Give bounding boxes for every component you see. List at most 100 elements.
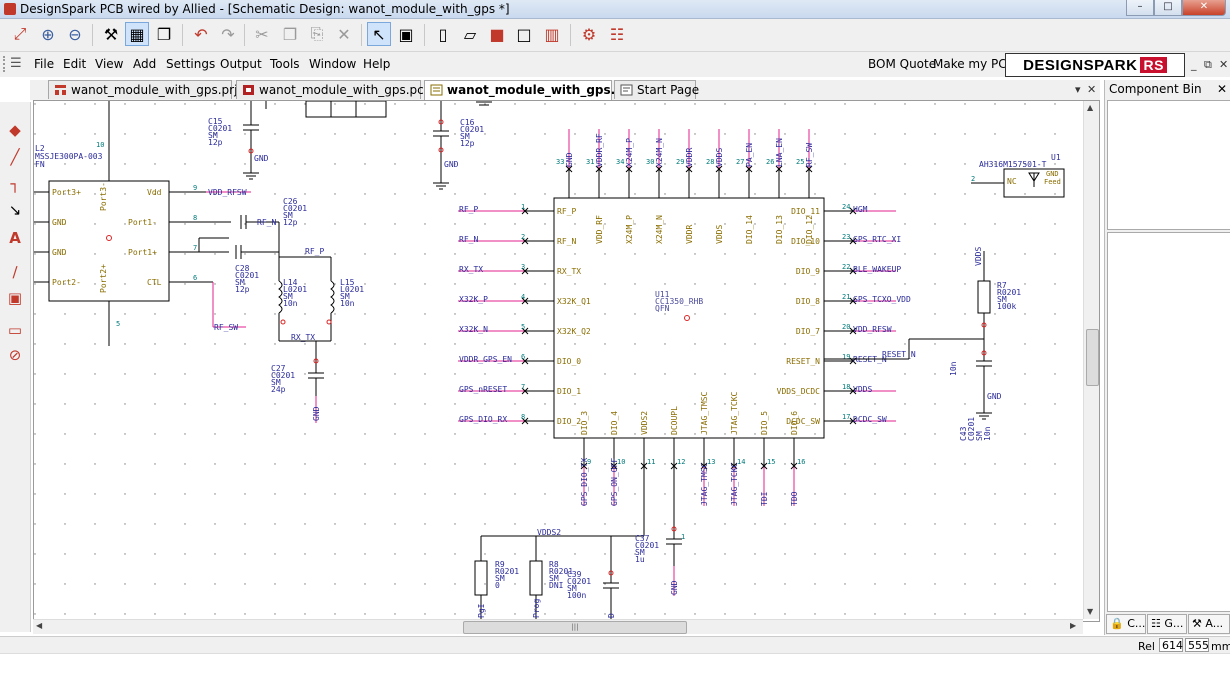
select-icon[interactable]: ↖ (367, 22, 391, 46)
u11-package: QFN (655, 304, 670, 313)
menu-settings[interactable]: Settings (166, 57, 216, 71)
u11-value: CC1350_RHB (655, 297, 703, 306)
scroll-down-icon[interactable]: ▼ (1087, 607, 1094, 616)
u11-pin-end-marker (521, 357, 529, 365)
u11-pin-label: JTAG_TCKC (730, 391, 739, 435)
u1-pin-feed: Feed (1044, 178, 1061, 186)
u11-pin-label: VDDR (685, 225, 694, 244)
bin-tab-components[interactable]: 🔒 C... (1106, 614, 1146, 634)
c28-ref: C28 (235, 264, 250, 273)
u11-net-label: HGM (853, 205, 868, 214)
l2-port3m: Port3- (99, 182, 108, 211)
l15-package: SM (340, 292, 350, 301)
zoom-fit-icon[interactable]: ⤢ (13, 24, 27, 43)
copy-icon[interactable]: ❐ (282, 24, 298, 44)
tab-start-page[interactable]: Start Page (614, 80, 699, 99)
select-options-icon[interactable]: ▣ (398, 24, 414, 44)
layers-icon[interactable]: ❐ (156, 24, 172, 44)
open-file-icon[interactable]: ▱ (463, 24, 477, 44)
u11-pin-label: DCOUPL (670, 406, 679, 435)
u1-pin2: 2 (971, 175, 975, 183)
component-bin-close-button[interactable]: ✕ (1216, 82, 1227, 96)
menu-window[interactable]: Window (309, 57, 357, 71)
component-bin-list[interactable] (1107, 100, 1230, 230)
redraw-icon[interactable]: ⚒ (103, 24, 119, 44)
tab-pcb[interactable]: wanot_module_with_gps.pcb (236, 80, 431, 99)
zoom-in-icon[interactable]: ⊕ (41, 24, 55, 44)
scroll-right-icon[interactable]: ▶ (1070, 621, 1077, 630)
vertical-scrollbar[interactable]: ▲ ▼ (1083, 101, 1099, 619)
vertical-scroll-thumb[interactable] (1086, 329, 1099, 386)
u11-pin-end-marker (521, 387, 529, 395)
gear-icon[interactable]: ⚙ (581, 24, 597, 44)
mdi-minimize-button[interactable]: _ (1191, 58, 1197, 71)
redo-icon[interactable]: ↷ (221, 24, 235, 44)
close-document-button[interactable]: ✕ (1087, 83, 1097, 96)
zoom-out-icon[interactable]: ⊖ (68, 24, 82, 44)
add-component-icon[interactable]: ◆ (9, 121, 21, 139)
menu-output[interactable]: Output (220, 57, 262, 71)
add-connection-icon[interactable]: ╱ (10, 148, 20, 166)
r7-value: R0201 (997, 288, 1021, 297)
add-circle-icon[interactable]: ⊘ (8, 346, 22, 364)
tab-schematic[interactable]: wanot_module_with_gps.sch (424, 80, 638, 100)
menu-file[interactable]: File (34, 57, 55, 71)
u11-pin-end-marker (849, 237, 857, 245)
close-button[interactable]: ✕ (1182, 0, 1226, 16)
logo-text: DESIGNSPARK (1023, 56, 1138, 74)
u11-net-label: GND (565, 152, 574, 167)
u11-net-label: GPS_ON_OFF (610, 458, 619, 506)
save-icon[interactable]: ■ (489, 24, 505, 44)
undo-icon[interactable]: ↶ (194, 24, 208, 44)
delete-icon[interactable]: ✕ (337, 24, 351, 44)
add-text-icon[interactable]: A (9, 229, 21, 247)
grid-icon[interactable]: ▦ (125, 22, 149, 46)
tab-project[interactable]: wanot_module_with_gps.prj (48, 80, 237, 99)
bin-tab-goto[interactable]: ☷ G... (1147, 614, 1187, 634)
menu-view[interactable]: View (95, 57, 124, 71)
l2-ref: L2 (35, 144, 45, 153)
make-my-pcb-link[interactable]: Make my PCB (933, 57, 1015, 71)
add-shape-icon[interactable]: ▣ (7, 289, 23, 307)
add-net-icon[interactable]: ↘ (8, 201, 22, 219)
add-bus-icon[interactable]: ┐ (10, 175, 20, 193)
horizontal-scrollbar[interactable]: ◀ ||| ▶ (33, 619, 1083, 634)
u11-pin-label: VDDS (715, 225, 724, 244)
bin-tab-attributes[interactable]: ⚒ A... (1188, 614, 1230, 634)
u11-pin-label: X32K_Q1 (557, 297, 591, 306)
menu-tools[interactable]: Tools (270, 57, 300, 71)
u11-pin-number: 22 (842, 263, 850, 271)
add-line-icon[interactable]: ∕ (12, 263, 18, 281)
u11-pin-end-marker (521, 417, 529, 425)
coord-mode[interactable]: Rel (1138, 640, 1155, 653)
menu-add[interactable]: Add (133, 57, 157, 71)
u11-pin-end-marker (849, 327, 857, 335)
units-label[interactable]: mm (1211, 640, 1230, 653)
component-bin-panel: Component Bin ✕ (1104, 80, 1230, 635)
design-check-icon[interactable]: ☷ (609, 24, 625, 44)
cut-icon[interactable]: ✂ (255, 24, 269, 44)
mdi-restore-button[interactable]: ⧉ (1204, 58, 1212, 71)
u11-pin-label: DIO_8 (796, 297, 820, 306)
add-rectangle-icon[interactable]: ▭ (7, 321, 23, 339)
u11-pin-end-marker (849, 267, 857, 275)
u11-pin-number: 24 (842, 203, 850, 211)
new-file-icon[interactable]: ▯ (438, 24, 448, 44)
l2-gnd2: GND (52, 248, 67, 257)
maximize-button[interactable]: □ (1154, 0, 1182, 16)
save-as-icon[interactable]: □ (516, 24, 532, 44)
mdi-close-button[interactable]: ✕ (1219, 58, 1229, 71)
menu-help[interactable]: Help (363, 57, 391, 71)
minimize-button[interactable]: – (1126, 0, 1154, 16)
bom-quote-link[interactable]: BOM Quote (868, 57, 937, 71)
scroll-up-icon[interactable]: ▲ (1087, 103, 1094, 112)
horizontal-scroll-thumb[interactable]: ||| (463, 621, 687, 634)
paste-icon[interactable]: ⎘ (310, 24, 324, 43)
library-icon[interactable]: ▥ (544, 24, 560, 44)
c27-gnd-label: GND (312, 406, 321, 421)
scroll-left-icon[interactable]: ◀ (36, 621, 43, 630)
u11-pin-number: 1 (521, 203, 525, 211)
menu-edit[interactable]: Edit (63, 57, 87, 71)
tab-list-dropdown-icon[interactable]: ▾ (1075, 83, 1081, 96)
